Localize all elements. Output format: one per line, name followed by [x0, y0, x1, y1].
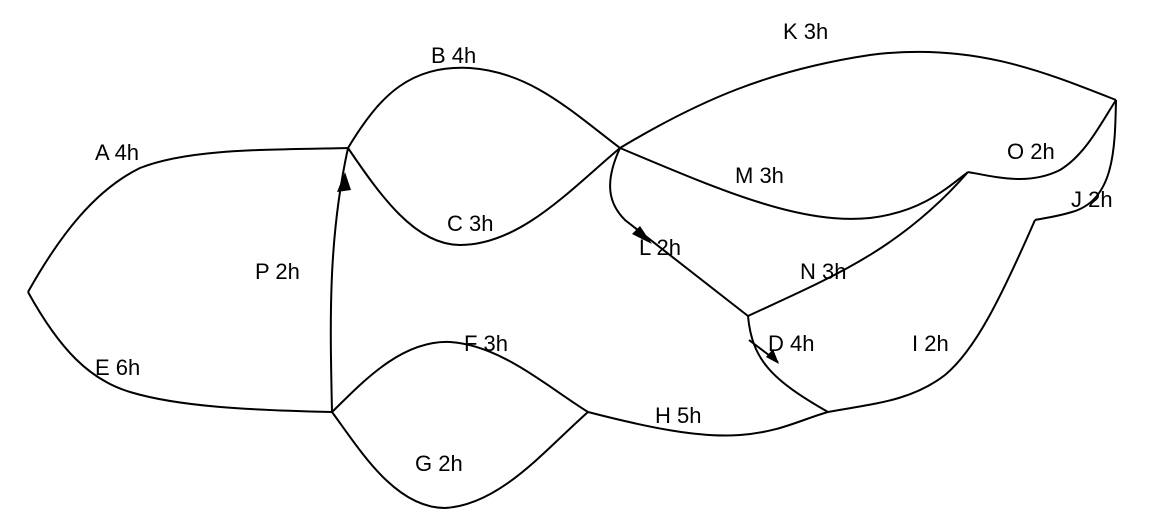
edge-label-d: D 4h — [768, 331, 814, 356]
edge-label-n: N 3h — [800, 259, 846, 284]
edge-label-e: E 6h — [95, 355, 140, 380]
edge-label-k: K 3h — [783, 19, 828, 44]
edge-c — [347, 147, 621, 247]
edge-label-b: B 4h — [431, 43, 476, 68]
edge-k — [619, 50, 1117, 149]
edge-b — [347, 66, 621, 149]
edge-p-arrowhead — [337, 172, 351, 192]
edge-label-l: L 2h — [639, 235, 681, 260]
edge-label-m: M 3h — [735, 163, 784, 188]
edge-e — [27, 291, 333, 413]
edge-label-f: F 3h — [464, 331, 508, 356]
edge-n — [747, 171, 969, 317]
edge-g — [331, 411, 589, 510]
edge-label-o: O 2h — [1007, 139, 1055, 164]
edge-m — [619, 147, 969, 220]
edge-o — [967, 99, 1117, 180]
edge-label-h: H 5h — [655, 403, 701, 428]
edge-i — [827, 219, 1036, 413]
edge-l — [609, 147, 749, 317]
edge-label-i: I 2h — [912, 331, 949, 356]
edge-label-j: J 2h — [1071, 187, 1113, 212]
edge-a — [27, 147, 349, 293]
edge-label-c: C 3h — [447, 211, 493, 236]
edge-l-arrowhead — [632, 226, 652, 244]
edge-j — [1034, 99, 1117, 221]
edge-d — [747, 315, 829, 413]
edge-d-arrowhead — [766, 349, 779, 364]
edge-label-g: G 2h — [415, 451, 463, 476]
edge-label-p: P 2h — [255, 259, 300, 284]
edge-f — [331, 340, 589, 413]
edge-label-a: A 4h — [95, 140, 139, 165]
edge-h — [587, 411, 829, 437]
